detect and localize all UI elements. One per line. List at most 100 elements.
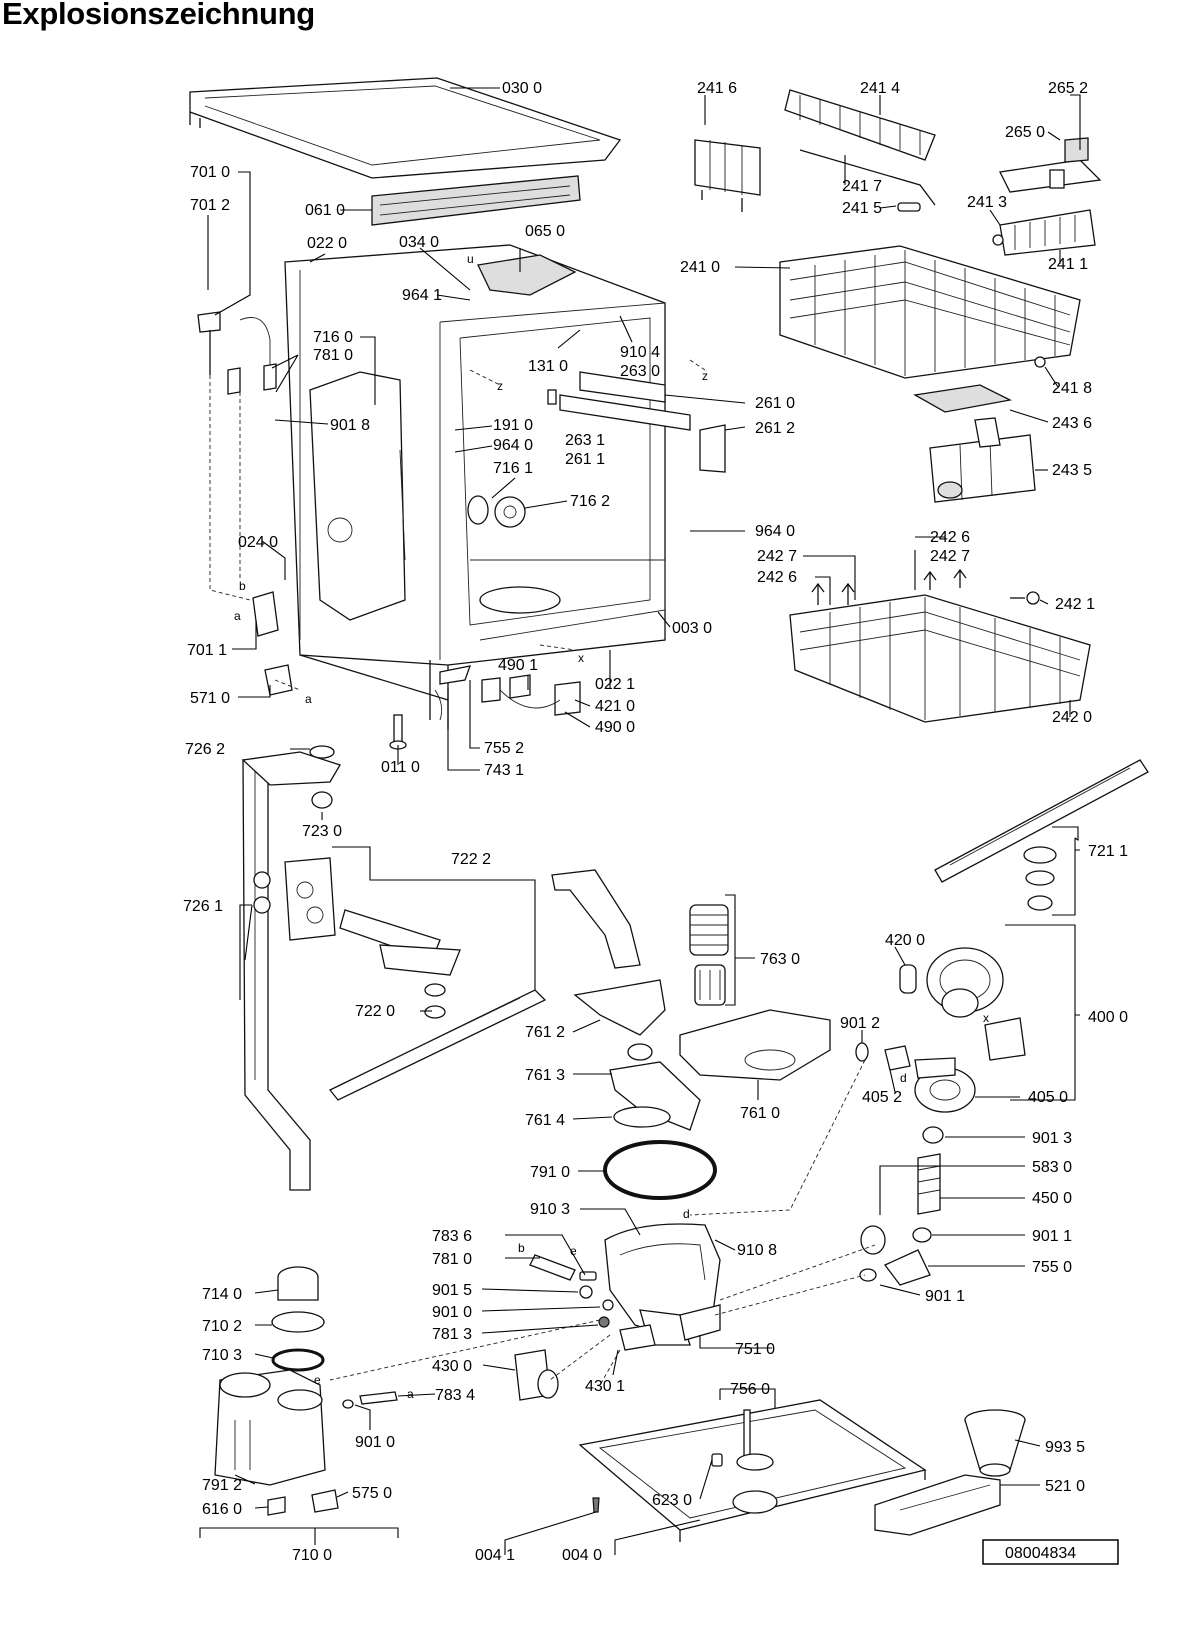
part-label-7220: 722 0 [355, 1003, 395, 1020]
part-label-9935: 993 5 [1045, 1439, 1085, 1456]
part-label-7910: 791 0 [530, 1164, 570, 1181]
part-label-2630: 263 0 [620, 363, 660, 380]
part-label-9015: 901 5 [432, 1282, 472, 1299]
part-label-9012: 901 2 [840, 1015, 880, 1032]
cutlery-basket-part-2435 [929, 417, 1036, 503]
part-label-7912: 791 2 [202, 1477, 242, 1494]
part-label-6160: 616 0 [202, 1501, 242, 1518]
part-label-0300: 030 0 [502, 80, 542, 97]
lower-basket-part-2420 [789, 594, 1091, 723]
fine-filter-part-7610 [679, 1009, 831, 1081]
part-label-9640a: 964 0 [493, 437, 533, 454]
supply-pipe [551, 869, 641, 969]
part-label-7011: 701 1 [187, 642, 227, 659]
part-label-0220: 022 0 [307, 235, 347, 252]
part-label-7161: 716 1 [493, 460, 533, 477]
part-label-7102: 710 2 [202, 1318, 242, 1335]
part-label-2413: 241 3 [967, 194, 1007, 211]
part-label-9641: 964 1 [402, 287, 442, 304]
door-seal-part-0650 [477, 254, 577, 296]
control-panel-part-5210 [874, 1474, 1001, 1536]
sump-part-9108 [604, 1223, 721, 1346]
part-label-2612: 261 2 [755, 420, 795, 437]
part-label-2610: 261 0 [755, 395, 795, 412]
part-label-2435: 243 5 [1052, 462, 1092, 479]
part-label-5710: 571 0 [190, 690, 230, 707]
part-label-2414: 241 4 [860, 80, 900, 97]
lower-spray-arm [328, 989, 547, 1101]
part-label-0040: 004 0 [562, 1547, 602, 1564]
part-label-2631: 263 1 [565, 432, 605, 449]
connector-letter-e1: e [570, 1244, 577, 1258]
part-label-9018: 901 8 [330, 417, 370, 434]
hose-parts-5830 [859, 1126, 944, 1286]
upper-spray-arm-part-7211 [934, 759, 1149, 911]
part-label-2427a: 242 7 [757, 548, 797, 565]
filter-part-7630 [689, 904, 729, 1006]
arrows-2426 [811, 568, 967, 605]
part-label-7230: 723 0 [302, 823, 342, 840]
part-label-7100: 710 0 [292, 1547, 332, 1564]
part-label-9104: 910 4 [620, 344, 660, 361]
part-label-9010b: 901 0 [355, 1434, 395, 1451]
wash-arm-hub-part-7162 [467, 495, 526, 528]
part-label-7550: 755 0 [1032, 1259, 1072, 1276]
spray-holder-part-7612 [573, 979, 666, 1036]
part-label-2415: 241 5 [842, 200, 882, 217]
switch-part-6230 [711, 1453, 723, 1467]
part-label-7612: 761 2 [525, 1024, 565, 1041]
part-label-1910: 191 0 [493, 417, 533, 434]
part-label-2426b: 242 6 [757, 569, 797, 586]
part-label-2410: 241 0 [680, 259, 720, 276]
connector-letter-u1: u [467, 252, 474, 266]
detergent-funnel-part-9935 [964, 1409, 1026, 1477]
part-label-0650: 065 0 [525, 223, 565, 240]
spray-arm-hub-part-7220 [339, 909, 461, 1019]
connector-letter-z1: z [497, 379, 503, 393]
part-label-7614: 761 4 [525, 1112, 565, 1129]
part-label-7560: 756 0 [730, 1381, 770, 1398]
drain-hose-parts-7012 [197, 311, 277, 395]
part-label-0030: 003 0 [672, 620, 712, 637]
bracket-part-7552 [434, 665, 471, 721]
part-label-7211: 721 1 [1088, 843, 1128, 860]
basket-insert-part-2436 [913, 384, 1013, 413]
part-label-2416: 241 6 [697, 80, 737, 97]
part-label-4000: 400 0 [1088, 1009, 1128, 1026]
screw-foot-part-0110 [389, 714, 407, 750]
connector-letter-a1: a [305, 692, 312, 706]
float-part-7560 [732, 1409, 778, 1514]
connection-lines [209, 359, 876, 1386]
part-label-6230: 623 0 [652, 1492, 692, 1509]
connector-letter-e2: e [314, 1373, 321, 1387]
part-label-2418: 241 8 [1052, 380, 1092, 397]
part-label-4200: 420 0 [885, 932, 925, 949]
connector-letter-d1: d [683, 1207, 690, 1221]
part-label-4210: 421 0 [595, 698, 635, 715]
seal-part-7834 [342, 1391, 398, 1409]
upper-basket-part-2410 [779, 245, 1081, 379]
part-label-0110: 011 0 [381, 759, 420, 776]
part-label-2417: 241 7 [842, 178, 882, 195]
part-label-9108: 910 8 [737, 1242, 777, 1259]
base-plate-part-0040 [578, 1399, 927, 1542]
part-label-2436: 243 6 [1052, 415, 1092, 432]
part-label-7510: 751 0 [735, 1341, 775, 1358]
part-label-4901: 490 1 [498, 657, 538, 674]
part-label-7431: 743 1 [484, 762, 524, 779]
part-label-7810b: 781 0 [432, 1251, 472, 1268]
tub-frame-part-0220 [284, 244, 666, 730]
cup-rack-part-2416 [694, 139, 761, 212]
part-label-2652: 265 2 [1048, 80, 1088, 97]
connector-part-5710 [264, 664, 293, 696]
connector-letter-x2: x [983, 1011, 989, 1025]
connector-letter-x1: x [578, 651, 584, 665]
rod-part-2417 [799, 149, 936, 212]
connector-letter-z2: z [702, 369, 708, 383]
holder-parts-2650 [992, 137, 1102, 256]
tub-floor-parts [479, 559, 666, 641]
connector-letter-b2: b [518, 1241, 525, 1255]
page-title: Explosionszeichnung [2, 0, 315, 31]
salt-container-part-7100 [214, 1266, 339, 1516]
